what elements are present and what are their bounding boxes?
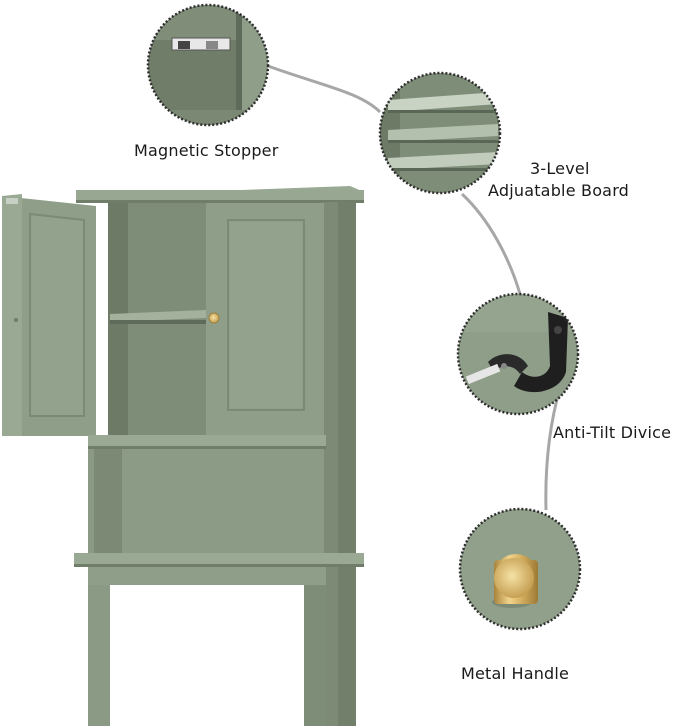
right-leg (304, 585, 326, 726)
adjustable-board-label-line1: 3-Level (530, 159, 590, 178)
anti-tilt-label: Anti-Tilt Divice (553, 423, 672, 442)
adjustable-board-label-line2: Adjuatable Board (488, 181, 630, 200)
metal-handle-detail (458, 507, 582, 631)
middle-shelf (88, 435, 326, 447)
anti-tilt-detail (456, 292, 580, 416)
adjustable-board-label: 3-Level Adjuatable Board (488, 158, 638, 202)
adjustable-board-detail (378, 71, 502, 195)
metal-handle-label: Metal Handle (461, 664, 570, 683)
left-leg (88, 585, 110, 726)
inner-shelf (110, 310, 206, 322)
magnetic-stopper-label: Magnetic Stopper (134, 141, 279, 160)
leg-frame (88, 567, 326, 585)
connector-line (267, 64, 562, 511)
lower-shelf (74, 553, 364, 565)
magnetic-stopper-detail (146, 3, 270, 127)
door-knob (208, 312, 220, 324)
cabinet (2, 186, 364, 726)
